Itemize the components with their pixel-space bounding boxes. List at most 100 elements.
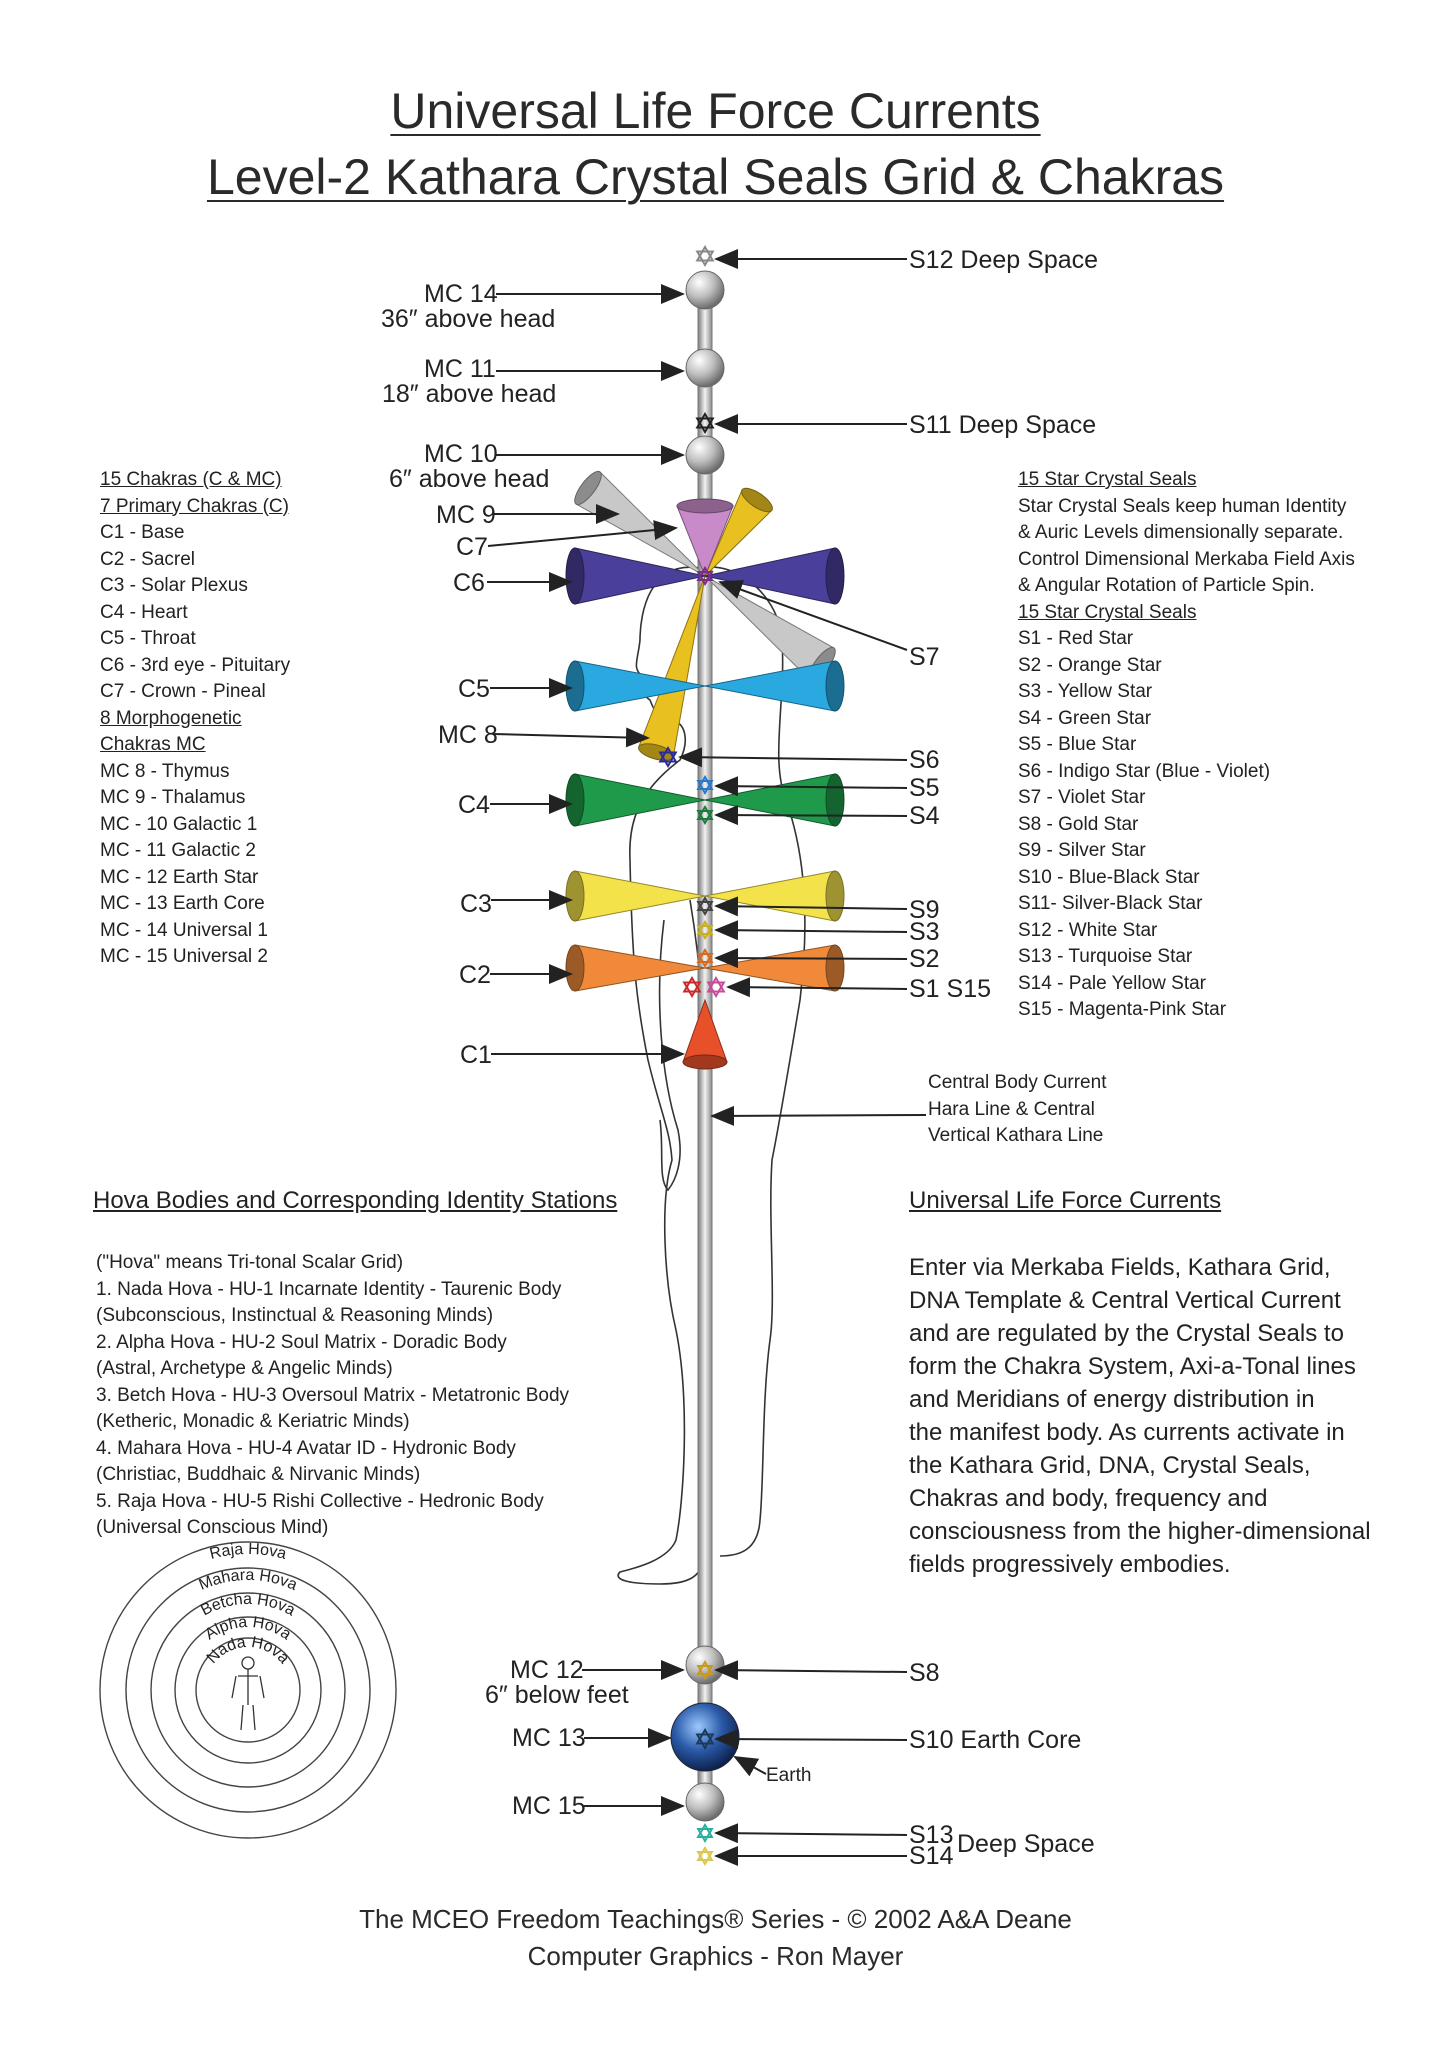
c3-chakra-cone-left-rim bbox=[565, 870, 585, 922]
s7-arrow bbox=[718, 580, 908, 651]
mc8-cone-lower bbox=[637, 575, 706, 761]
list-item: C6 - 3rd eye - Pituitary bbox=[100, 654, 291, 676]
list-item: C3 - Solar Plexus bbox=[100, 575, 248, 596]
hova-line: 1. Nada Hova - HU-1 Incarnate Identity -… bbox=[96, 1278, 562, 1300]
s6-star-down bbox=[658, 751, 678, 768]
c6-chakra-cone-left-rim bbox=[565, 547, 585, 605]
s15-star-up bbox=[706, 976, 726, 993]
list-item: MC - 10 Galactic 1 bbox=[100, 813, 258, 835]
mc9-label: MC 9 bbox=[436, 501, 496, 529]
list-item: S4 - Green Star bbox=[1018, 707, 1152, 729]
list-item: S3 - Yellow Star bbox=[1018, 681, 1153, 702]
central-current-line: Hara Line & Central bbox=[928, 1098, 1095, 1120]
s12-star-down bbox=[695, 250, 715, 267]
credits-line-2: Computer Graphics - Ron Mayer bbox=[527, 1941, 904, 1971]
s9-star-down bbox=[696, 901, 714, 917]
s9-star bbox=[696, 895, 714, 917]
mc8-arrow bbox=[492, 727, 650, 748]
c1-base-cone bbox=[682, 998, 728, 1070]
title-line-2: Level-2 Kathara Crystal Seals Grid & Cha… bbox=[206, 149, 1225, 205]
mc8-label: MC 8 bbox=[438, 721, 498, 749]
s6-label: S6 bbox=[909, 746, 940, 774]
s5-star-up bbox=[696, 774, 714, 790]
ulf-line: form the Chakra System, Axi-a-Tonal line… bbox=[909, 1353, 1356, 1380]
mc10-sphere bbox=[685, 435, 725, 475]
ulf-line: Chakras and body, frequency and bbox=[909, 1485, 1268, 1512]
s5-star bbox=[696, 774, 714, 796]
s2-star bbox=[696, 947, 714, 969]
hova-center-figure bbox=[231, 1656, 265, 1731]
s4-star bbox=[696, 804, 714, 826]
ulf-line: and are regulated by the Crystal Seals t… bbox=[909, 1320, 1344, 1347]
c1-base-cone-body bbox=[682, 998, 728, 1063]
primary-chakras-heading: 7 Primary Chakras (C) bbox=[100, 495, 289, 517]
list-item: MC 8 - Thymus bbox=[100, 760, 230, 782]
c4-chakra-cone-right-cone bbox=[704, 773, 836, 827]
c2-chakra-cone bbox=[565, 944, 845, 992]
c1-label: C1 bbox=[460, 1041, 492, 1069]
c4-chakra-cone-left-cone bbox=[574, 773, 706, 827]
earth-label: Earth bbox=[766, 1765, 811, 1786]
list-item: MC - 14 Universal 1 bbox=[100, 919, 268, 941]
hova-heading: Hova Bodies and Corresponding Identity S… bbox=[93, 1187, 618, 1214]
list-item: MC - 12 Earth Star bbox=[100, 866, 259, 888]
ulf-line: DNA Template & Central Vertical Current bbox=[909, 1287, 1341, 1314]
c3-chakra-cone-left-cone bbox=[574, 870, 706, 922]
seal-list-heading-2: 15 Star Crystal Seals bbox=[1018, 601, 1197, 623]
c6-label: C6 bbox=[453, 569, 485, 597]
s3-star-up bbox=[696, 919, 714, 935]
s5-label: S5 bbox=[909, 774, 940, 802]
c3-chakra-cone-right-rim bbox=[825, 870, 845, 922]
list-item: MC - 13 Earth Core bbox=[100, 893, 265, 914]
s8-star-down bbox=[696, 1665, 714, 1681]
mc9-cone-upper-rim bbox=[574, 470, 602, 506]
s5-arrow bbox=[714, 776, 908, 797]
seal-list-heading-1: 15 Star Crystal Seals bbox=[1018, 469, 1197, 490]
mc11-sub-label: 18″ above head bbox=[382, 380, 556, 408]
list-item: S7 - Violet Star bbox=[1018, 787, 1146, 808]
c6-chakra-cone-right-rim bbox=[825, 547, 845, 605]
s6-star-up bbox=[658, 746, 678, 763]
list-item: C5 - Throat bbox=[100, 628, 196, 649]
s2-arrow bbox=[714, 948, 908, 969]
s1-star-up bbox=[682, 976, 702, 993]
s1-star bbox=[682, 976, 702, 998]
c2-label: C2 bbox=[459, 961, 491, 989]
mc8-cone-lower-body bbox=[637, 575, 706, 758]
mc8-cone-upper bbox=[704, 487, 773, 577]
star-seal-list: 15 Star Crystal Seals Star Crystal Seals… bbox=[1018, 467, 1355, 1024]
ulf-line: the Kathara Grid, DNA, Crystal Seals, bbox=[909, 1452, 1311, 1479]
earth-arrow bbox=[733, 1756, 767, 1777]
mc11-sphere bbox=[685, 348, 725, 388]
central-current-line: Vertical Kathara Line bbox=[928, 1125, 1104, 1146]
s13-star-down bbox=[696, 1828, 714, 1844]
list-item: S10 - Blue-Black Star bbox=[1018, 866, 1200, 888]
ulf-line: the manifest body. As currents activate … bbox=[909, 1419, 1345, 1446]
s3-arrow bbox=[714, 920, 908, 941]
list-item: C4 - Heart bbox=[100, 601, 188, 623]
list-item: C1 - Base bbox=[100, 522, 185, 543]
s15-star bbox=[706, 976, 726, 998]
chakra-list: 15 Chakras (C & MC) 7 Primary Chakras (C… bbox=[100, 467, 290, 971]
s2-label: S2 bbox=[909, 945, 940, 973]
central-current-arrow bbox=[710, 1105, 927, 1126]
hova-ring-label-text: Mahara Hova bbox=[197, 1567, 300, 1594]
s11-star-down bbox=[695, 417, 715, 434]
list-item: S1 - Red Star bbox=[1018, 628, 1134, 649]
list-item: S12 - White Star bbox=[1018, 919, 1158, 941]
ulf-line: consciousness from the higher-dimensiona… bbox=[909, 1518, 1371, 1545]
deep-space-label: Deep Space bbox=[957, 1830, 1095, 1858]
s11-label: S11 Deep Space bbox=[909, 411, 1096, 439]
list-item: C7 - Crown - Pineal bbox=[100, 681, 266, 702]
s4-arrow bbox=[714, 805, 908, 826]
c7-crown-cone bbox=[676, 498, 734, 578]
c5-chakra-cone-left-rim bbox=[565, 660, 585, 712]
list-item: MC - 11 Galactic 2 bbox=[100, 840, 256, 861]
hova-line: 3. Betch Hova - HU-3 Oversoul Matrix - M… bbox=[96, 1384, 570, 1406]
list-item: C2 - Sacrel bbox=[100, 548, 196, 570]
morpho-heading-a: 8 Morphogenetic bbox=[100, 707, 242, 729]
s10-star-up bbox=[695, 1728, 715, 1745]
s13-arrow bbox=[714, 1823, 908, 1844]
seal-description-line: & Auric Levels dimensionally separate. bbox=[1018, 522, 1344, 543]
